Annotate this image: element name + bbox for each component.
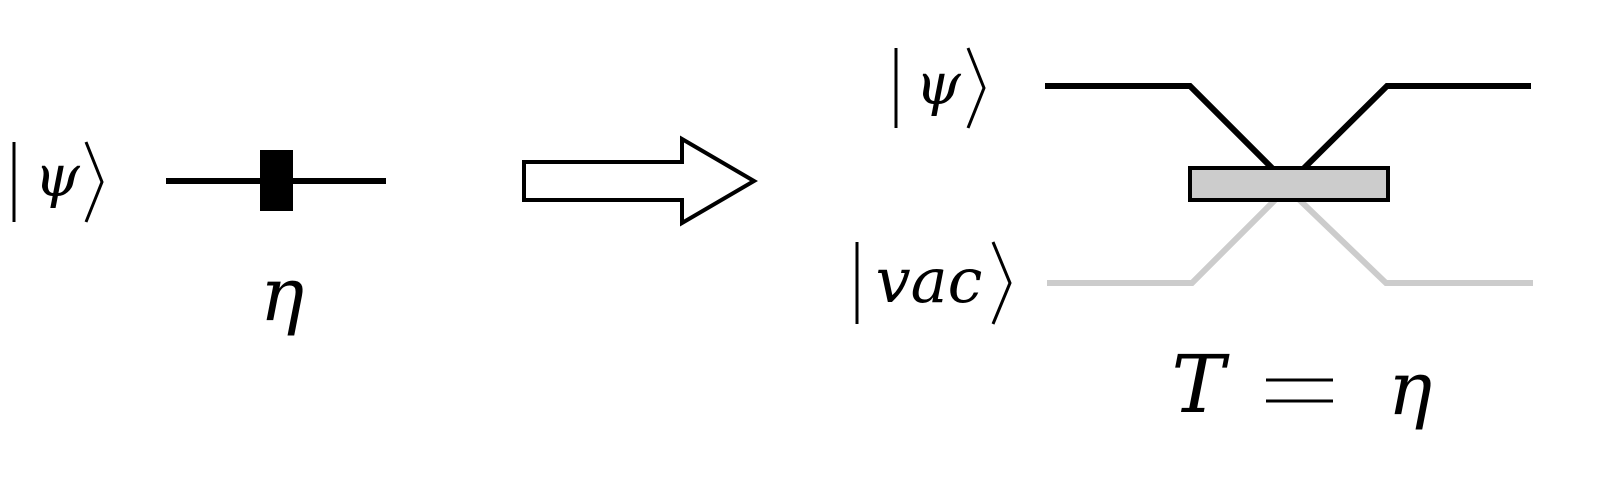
top-ket: ψ [894, 47, 986, 129]
ket-angle-bottom [991, 241, 1012, 325]
beam-splitter [1188, 166, 1390, 202]
equals-sign-text: = [1300, 404, 1301, 406]
transmission-equation: T = η [1171, 338, 1432, 432]
equation-eta: η [1388, 346, 1432, 432]
vacuum-mode-path [1047, 183, 1533, 286]
top-state-symbol: ψ [915, 50, 961, 118]
input-ket-left: ψ [12, 141, 104, 223]
ket-angle-left [84, 141, 104, 223]
equivalence-arrow [522, 135, 758, 227]
bottom-state-symbol: vac [876, 244, 983, 317]
input-state-symbol: ψ [34, 142, 80, 210]
loss-element [260, 150, 293, 211]
transmission-symbol: T [1171, 338, 1230, 431]
ket-angle-top [966, 47, 986, 129]
loss-symbol: η [260, 252, 304, 338]
bottom-ket: vac [855, 241, 1012, 325]
